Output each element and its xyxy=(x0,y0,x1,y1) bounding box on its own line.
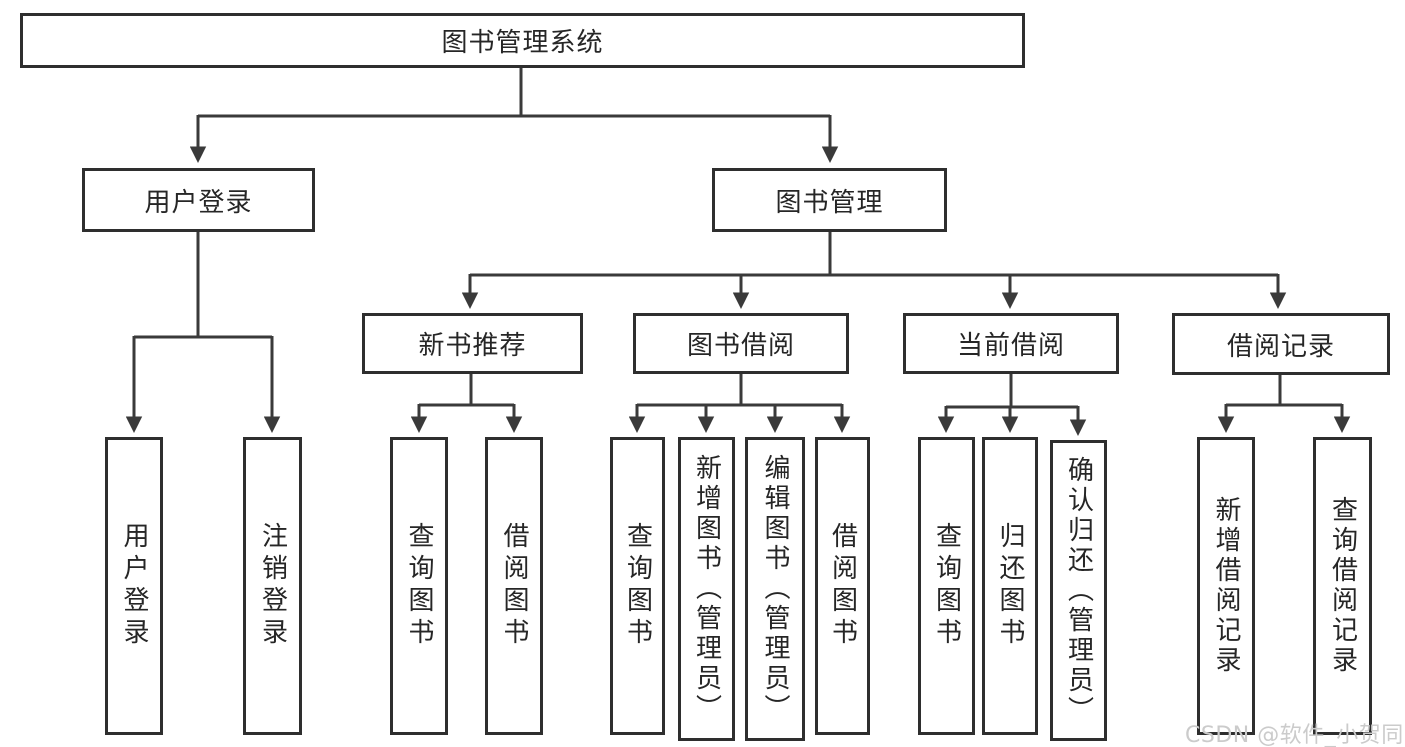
node-add-book-admin: 新增图书（管理员） xyxy=(678,437,735,741)
node-return-book: 归还图书 xyxy=(982,437,1038,735)
node-label: 归还图书 xyxy=(995,522,1025,650)
node-add-borrow-record: 新增借阅记录 xyxy=(1197,437,1255,735)
node-edit-book-admin: 编辑图书（管理员） xyxy=(745,437,805,741)
node-borrow-books-1: 借阅图书 xyxy=(485,437,543,735)
node-borrow-books-2: 借阅图书 xyxy=(815,437,870,735)
node-user-login-action: 用户登录 xyxy=(105,437,163,735)
node-query-books-2: 查询图书 xyxy=(610,437,665,735)
node-label: 图书管理 xyxy=(775,187,884,218)
node-logout: 注销登录 xyxy=(243,437,302,735)
node-query-borrow-record: 查询借阅记录 xyxy=(1313,437,1372,735)
node-label: 当前借阅 xyxy=(956,331,1065,361)
node-label: 用户登录 xyxy=(119,522,149,650)
node-query-books-3: 查询图书 xyxy=(918,437,975,735)
node-query-books-1: 查询图书 xyxy=(390,437,448,735)
node-label: 注销登录 xyxy=(257,522,288,650)
node-current-borrow: 当前借阅 xyxy=(903,313,1119,374)
node-borrow-records: 借阅记录 xyxy=(1172,313,1390,375)
csdn-watermark: CSDN @软件_小贺同学 xyxy=(1185,723,1405,747)
node-label: 借阅记录 xyxy=(1226,331,1335,362)
node-label: 借阅图书 xyxy=(827,522,858,650)
node-new-book-recommend: 新书推荐 xyxy=(362,313,583,374)
node-label: 查询图书 xyxy=(931,522,962,650)
node-label: 查询图书 xyxy=(404,522,434,650)
node-confirm-return-admin: 确认归还（管理员） xyxy=(1050,440,1107,741)
node-root: 图书管理系统 xyxy=(20,13,1025,68)
node-label: 新书推荐 xyxy=(418,331,527,361)
node-label: 图书借阅 xyxy=(686,331,795,361)
node-label: 查询借阅记录 xyxy=(1327,496,1358,676)
node-label: 图书管理系统 xyxy=(441,28,604,58)
node-label: 编辑图书（管理员） xyxy=(760,454,790,724)
node-book-mgmt: 图书管理 xyxy=(712,168,947,232)
node-book-borrow: 图书借阅 xyxy=(633,313,849,374)
node-label: 新增借阅记录 xyxy=(1211,496,1241,676)
node-label: 确认归还（管理员） xyxy=(1063,455,1094,726)
node-label: 查询图书 xyxy=(622,522,653,650)
node-label: 新增图书（管理员） xyxy=(691,454,722,724)
node-user-login: 用户登录 xyxy=(82,168,315,232)
node-label: 用户登录 xyxy=(144,187,253,218)
node-label: 借阅图书 xyxy=(499,522,529,650)
